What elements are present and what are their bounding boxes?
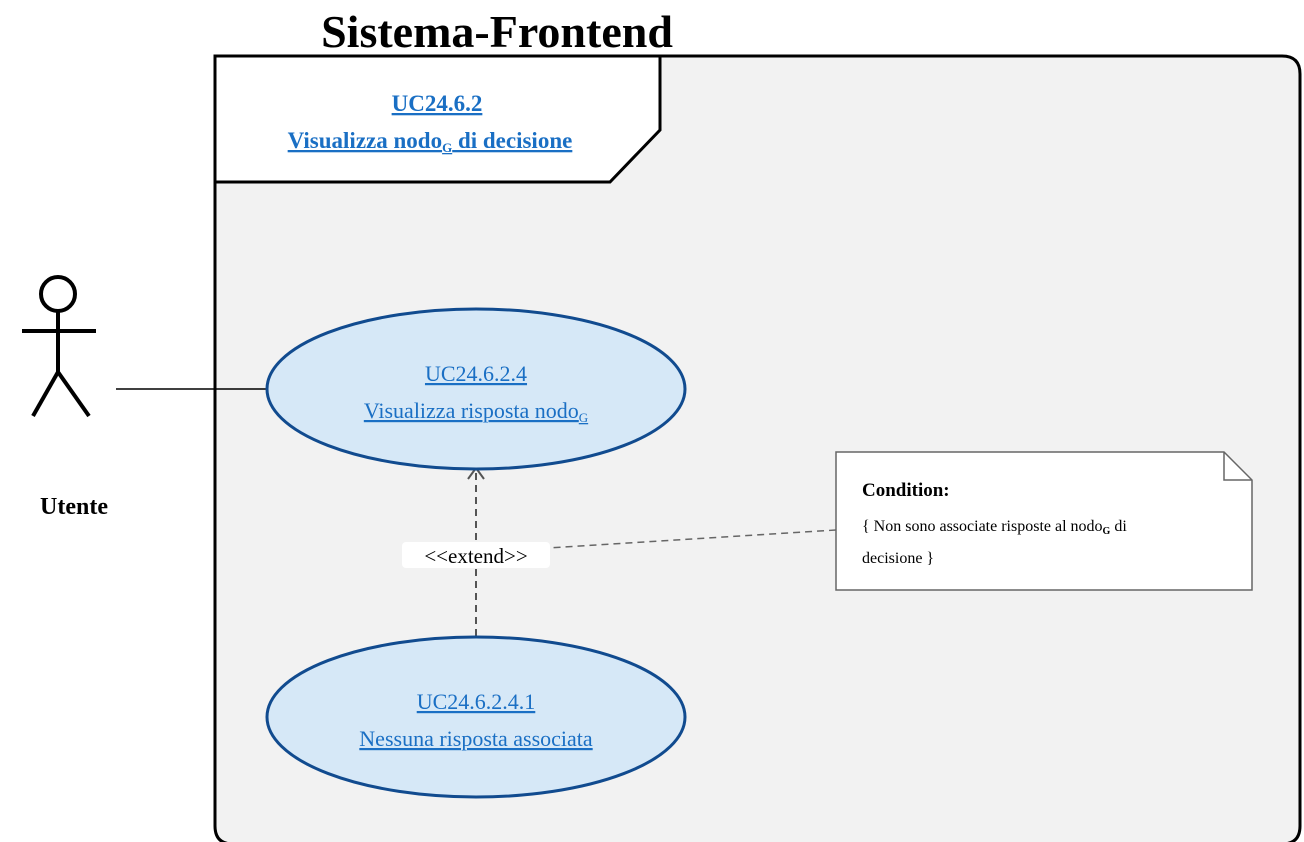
use-case-1-code[interactable]: UC24.6.2.4 [425,361,527,386]
use-case-2-code[interactable]: UC24.6.2.4.1 [417,689,536,714]
note-anchor-line [547,529,837,549]
frame-title-rest: di decisione [452,128,572,153]
use-case-1-label[interactable]: Visualizza risposta nodoG [364,398,588,425]
use-case-visualizza-risposta[interactable]: UC24.6.2.4 Visualizza risposta nodoG [265,307,687,471]
frame-code-link[interactable]: UC24.6.2 [392,91,483,116]
note-heading: Condition: [862,480,950,501]
actor-name: Utente [40,494,108,520]
frame-title-sub: G [442,140,452,155]
note-line-1-b: di [1110,518,1127,535]
actor-stick-figure[interactable] [22,275,96,418]
note-line-1-sub: G [1103,526,1111,537]
extend-label-bg [402,542,550,568]
condition-note: Condition: { Non sono associate risposte… [835,451,1253,591]
note-line-2: decisione } [862,550,934,567]
note-line-1: { Non sono associate risposte al nodoG d… [862,518,1127,537]
use-case-1-label-main: Visualizza risposta nodo [364,398,579,423]
note-line-1-a: { Non sono associate risposte al nodo [862,518,1103,535]
use-case-nessuna-risposta[interactable]: UC24.6.2.4.1 Nessuna risposta associata [265,635,687,799]
extend-label: <<extend>> [424,544,527,568]
frame-title-link[interactable]: Visualizza nodoG di decisione [288,128,573,155]
use-case-1-label-sub: G [579,410,588,425]
frame-title-main: Visualizza nodo [288,128,442,153]
system-title: Sistema-Frontend [321,6,673,57]
use-case-2-label[interactable]: Nessuna risposta associata [359,726,593,751]
frame-tab [213,54,662,184]
